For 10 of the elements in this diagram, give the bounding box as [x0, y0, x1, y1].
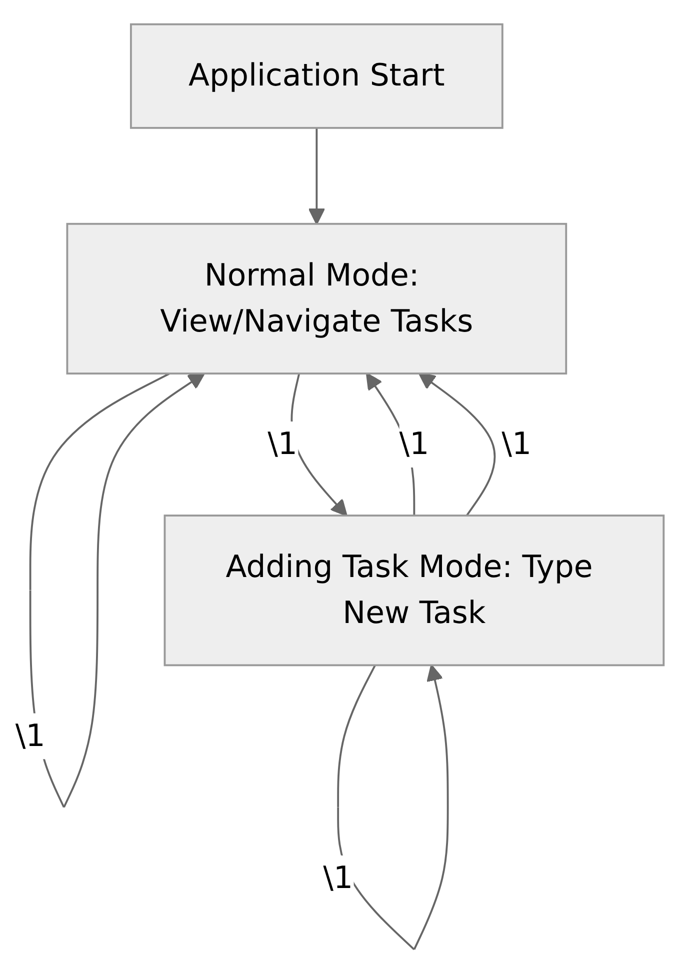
- edge-label: \1: [502, 425, 532, 462]
- edge-label: \1: [323, 859, 354, 896]
- node-box: [130, 23, 504, 129]
- arrow: [418, 372, 496, 516]
- node-box: [164, 514, 665, 666]
- edge-label: \1: [15, 717, 46, 754]
- edge-label: \1: [399, 425, 430, 462]
- edge-label: \1: [268, 425, 298, 462]
- node-box: [66, 222, 568, 374]
- arrow: [308, 128, 326, 225]
